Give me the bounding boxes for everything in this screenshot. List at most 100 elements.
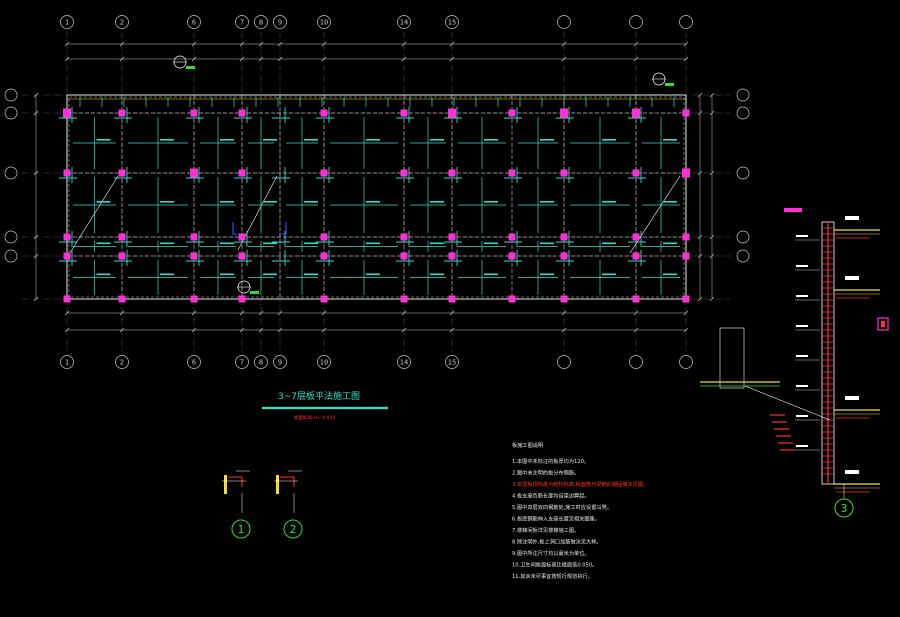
- detail-callout-1-label: 1: [238, 523, 245, 536]
- dimension-tick: [401, 310, 407, 316]
- rebar-tag: [366, 139, 380, 141]
- annotation-tag: [796, 235, 808, 237]
- slab-tag: [845, 470, 859, 474]
- axis-bubble-label: 15: [448, 19, 456, 27]
- rebar-tag: [220, 242, 234, 245]
- notes-heading: 板施工图说明: [512, 441, 543, 449]
- column: [682, 252, 690, 260]
- axis-bubble-circle: [254, 355, 268, 369]
- construction-notes: 板施工图说明 1.本图中未标注的板厚均为120。2.图中未注明的板分布钢筋。3.…: [512, 441, 648, 580]
- column: [320, 233, 328, 241]
- annotation-tag: [796, 445, 808, 447]
- slab-inner-outline: [68, 96, 685, 298]
- column: [632, 295, 640, 303]
- axis-bubble: 14: [397, 15, 411, 29]
- axis-bubble-circle: [187, 355, 201, 369]
- axis-bubble: 2: [115, 15, 129, 29]
- column: [448, 295, 456, 303]
- rebar-tag: [540, 201, 554, 203]
- note-line: 3.本层板顶标高为结构标高,板面筋与梁筋的锚固做法见图。: [512, 480, 648, 488]
- column: [400, 252, 408, 260]
- column: [508, 169, 516, 177]
- axis-bubble-label: 7: [240, 19, 244, 27]
- dimension-tick: [258, 327, 264, 333]
- dimension-tick: [449, 310, 455, 316]
- column: [448, 108, 456, 118]
- rebar-tag: [602, 242, 616, 245]
- axis-bubble: 15: [445, 355, 459, 369]
- dimension-tick: [321, 327, 327, 333]
- rebar-tag: [540, 273, 554, 276]
- dimension-tick: [277, 56, 283, 62]
- column: [320, 169, 328, 177]
- rebar-tag: [304, 273, 318, 276]
- rebar-tag: [220, 201, 234, 203]
- axis-bubble-label: 2: [120, 19, 124, 27]
- axis-bubble: 14: [397, 355, 411, 369]
- annotation-tag: [796, 385, 808, 387]
- axis-bubble-label: 6: [192, 359, 196, 367]
- rebar-tag: [263, 201, 277, 203]
- dimension-tick: [258, 41, 264, 47]
- dimension-tick: [709, 110, 715, 116]
- dimension-tick: [64, 56, 70, 62]
- axis-bubble-circle: [736, 88, 750, 102]
- stair-diagonal: [69, 175, 119, 254]
- rebar-tag: [430, 201, 444, 203]
- dimension-tick: [191, 327, 197, 333]
- rebar-tag: [602, 139, 616, 141]
- column: [400, 233, 408, 241]
- lower-detail: [719, 327, 745, 389]
- dimension-tick: [697, 234, 703, 240]
- detail-wall: [276, 475, 279, 494]
- axis-bubble-circle: [60, 15, 74, 29]
- slab-outline: [66, 94, 687, 300]
- rebar-tag: [304, 242, 318, 245]
- dimension-tick: [709, 234, 715, 240]
- column: [238, 295, 246, 303]
- column: [400, 169, 408, 177]
- axis-bubble-label: 2: [120, 359, 124, 367]
- axis-bubble-circle: [679, 15, 693, 29]
- note-line: 6.板底钢筋伸入支座长度见相关图集。: [512, 515, 600, 523]
- rebar-tag: [96, 242, 111, 245]
- slab-tag: [845, 396, 859, 400]
- dimension-tick: [697, 92, 703, 98]
- axis-grid: [22, 32, 730, 352]
- note-line: 8.除注明外,板上洞口加筋做法见大样。: [512, 538, 602, 546]
- dimension-tick: [561, 310, 567, 316]
- dimension-tick: [633, 310, 639, 316]
- dimension-tick: [64, 327, 70, 333]
- column: [238, 252, 246, 260]
- dimension-tick: [401, 41, 407, 47]
- axis-bubble-label: 14: [400, 359, 408, 367]
- dimension-tick: [321, 310, 327, 316]
- axis-bubble-circle: [736, 230, 750, 244]
- rebar-tag: [484, 242, 498, 245]
- rebar-tag: [96, 273, 111, 276]
- dimension-tick: [561, 41, 567, 47]
- column: [448, 169, 456, 177]
- annotation-tag: [796, 325, 808, 327]
- axis-bubble-circle: [273, 15, 287, 29]
- rebar-tag: [160, 139, 174, 141]
- column: [508, 109, 516, 117]
- rebar-tag: [602, 273, 616, 276]
- rebar-tag: [663, 273, 677, 276]
- column: [118, 233, 126, 241]
- note-line: 1.本图中未标注的板厚均为120。: [512, 457, 589, 465]
- rebar-tag: [220, 139, 234, 141]
- note-line: 4.板支座负筋长度均自梁边算起。: [512, 492, 590, 500]
- rebar-tag: [160, 273, 174, 276]
- dimension-tick: [33, 170, 39, 176]
- column: [508, 233, 516, 241]
- axis-bubble-circle: [235, 355, 249, 369]
- dimension-tick: [191, 56, 197, 62]
- axis-bubble: 1: [60, 355, 74, 369]
- detail-callout-1: 1: [231, 519, 251, 539]
- dimension-tick: [709, 170, 715, 176]
- axis-bubble-label: 1: [65, 359, 69, 367]
- column: [238, 169, 246, 177]
- dimension-tick: [633, 327, 639, 333]
- annotation-tag: [796, 295, 808, 297]
